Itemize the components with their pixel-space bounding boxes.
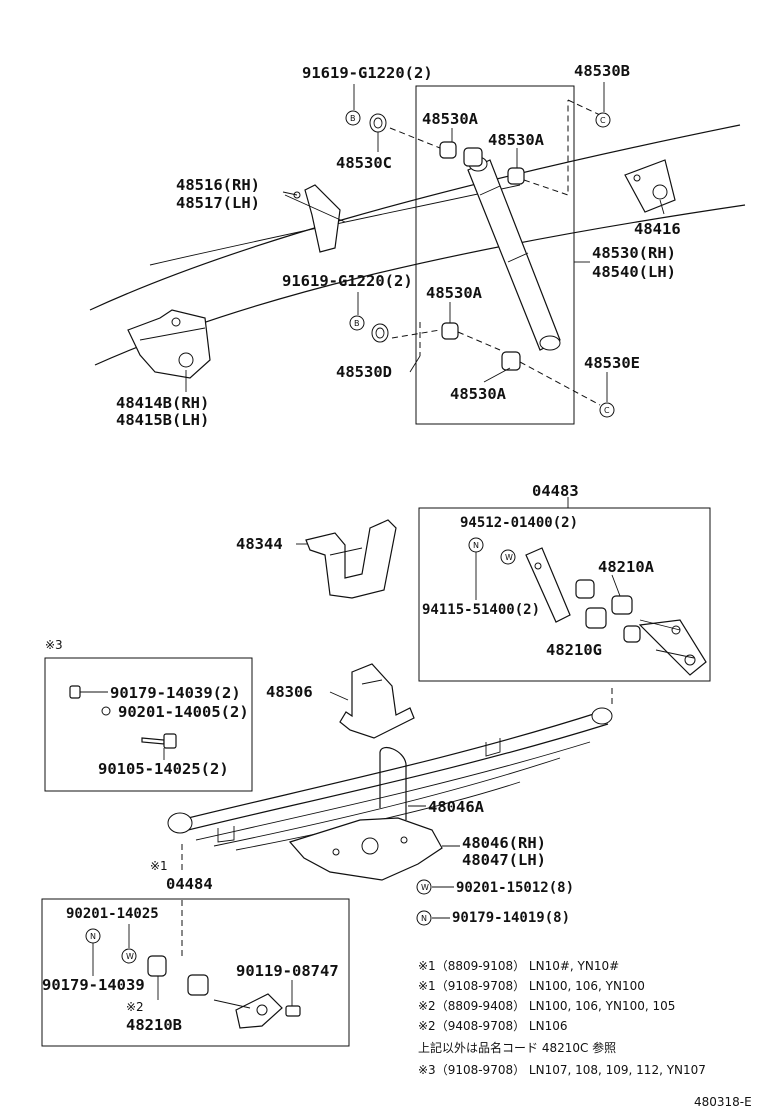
bushing-48210A <box>575 574 641 643</box>
symbol-W-kit: W <box>500 549 516 565</box>
note-line-5: 上記以外は品名コード 48210C 参照 <box>418 1040 616 1055</box>
bushing-48530A-lower <box>441 322 521 371</box>
note-line-1: ※1（8809-9108） LN10#, YN10# <box>418 959 619 973</box>
label-48530D: 48530D <box>336 363 392 381</box>
symbol-W-plate: W <box>416 879 454 895</box>
bushing-48210B <box>147 955 209 1000</box>
svg-text:W: W <box>421 883 429 892</box>
label-48210G: 48210G <box>546 641 602 659</box>
label-48046A: 48046A <box>428 798 485 816</box>
retainer-48530C <box>369 113 387 133</box>
label-90179-14039: 90179-14039 <box>42 976 145 994</box>
label-48530A-3: 48530A <box>426 284 483 302</box>
symbol-N-04484: N <box>85 928 101 976</box>
label-48530C: 48530C <box>336 154 392 172</box>
label-90179-14019: 90179-14019(8) <box>452 910 570 926</box>
bracket-48416 <box>624 159 676 213</box>
label-48530A-4: 48530A <box>450 385 507 403</box>
label-91619-top: 91619-G1220(2) <box>302 64 433 82</box>
label-48530E: 48530E <box>584 354 640 372</box>
bolt-90119 <box>285 980 301 1017</box>
label-48517: 48517(LH) <box>176 194 260 212</box>
label-48530B: 48530B <box>574 62 630 80</box>
label-90105-k3: 90105-14025(2) <box>98 760 229 778</box>
bumper-48306 <box>339 663 415 739</box>
label-48530A-1: 48530A <box>422 110 479 128</box>
symbol-B-top: B <box>345 110 361 126</box>
bolt-90105-k3 <box>141 733 177 760</box>
label-90119: 90119-08747 <box>236 962 339 980</box>
symbol-C-bottom: C <box>599 402 615 418</box>
svg-text:C: C <box>604 406 610 415</box>
note-line-3: ※2（8809-9408） LN100, 106, YN100, 105 <box>418 999 675 1013</box>
svg-text:W: W <box>126 952 134 961</box>
label-48414B: 48414B(RH) <box>116 394 209 412</box>
label-90201-k3: 90201-14005(2) <box>118 703 249 721</box>
svg-text:N: N <box>421 914 427 923</box>
footer-code: 480318-E <box>694 1095 752 1109</box>
label-k3-mark: ※3 <box>45 638 63 652</box>
label-94512: 94512-01400(2) <box>460 515 578 531</box>
svg-text:B: B <box>354 319 360 328</box>
label-48306: 48306 <box>266 683 313 701</box>
label-90201-15012: 90201-15012(8) <box>456 880 574 896</box>
label-k1-mark: ※1 <box>150 859 168 873</box>
note-line-4: ※2（9408-9708） LN106 <box>418 1019 567 1033</box>
label-48210A: 48210A <box>598 558 655 576</box>
bushing-48530A-upper <box>439 141 525 185</box>
washer-90201-k3 <box>101 706 111 716</box>
symbol-B-mid: B <box>349 315 365 331</box>
svg-text:N: N <box>473 541 479 550</box>
kit-04484-box <box>41 898 350 1047</box>
label-48540-lh: 48540(LH) <box>592 263 676 281</box>
svg-text:W: W <box>505 553 513 562</box>
label-91619-mid: 91619-G1220(2) <box>282 272 413 290</box>
label-94115: 94115-51400(2) <box>422 602 540 618</box>
leader-48306 <box>329 691 349 701</box>
label-04483: 04483 <box>532 482 579 500</box>
kit-k3-box <box>44 657 253 792</box>
label-48415B: 48415B(LH) <box>116 411 209 429</box>
assembly-lines-top <box>389 99 601 406</box>
leaf-spring <box>167 688 613 872</box>
bracket-48414B <box>127 309 211 379</box>
note-line-6: ※3（9108-9708） LN107, 108, 109, 112, YN10… <box>418 1063 706 1077</box>
label-48516: 48516(RH) <box>176 176 260 194</box>
label-48047: 48047(LH) <box>462 851 546 869</box>
symbol-N-kit: N <box>468 537 484 600</box>
symbol-W-04484: W <box>121 924 137 964</box>
shackle-plate-04484 <box>213 993 283 1029</box>
retainer-48530D <box>371 323 389 343</box>
shackle-48210G <box>638 619 707 676</box>
ubolt-48046A <box>379 747 426 820</box>
symbol-C-top: C <box>595 112 611 128</box>
note-line-2: ※1（9108-9708） LN100, 106, YN100 <box>418 979 645 993</box>
label-48530A-2: 48530A <box>488 131 545 149</box>
label-90201-14025: 90201-14025 <box>66 906 159 922</box>
bracket-48344 <box>305 519 397 599</box>
svg-text:N: N <box>90 932 96 941</box>
label-48416: 48416 <box>634 220 681 238</box>
seat-plate-48046 <box>288 817 460 881</box>
symbol-N-plate: N <box>416 910 450 926</box>
nut-90179-k3 <box>69 685 108 699</box>
label-48210B: 48210B <box>126 1016 182 1034</box>
svg-text:B: B <box>350 114 356 123</box>
leaders-top <box>185 82 665 402</box>
label-90179-k3: 90179-14039(2) <box>110 684 241 702</box>
label-k2-mark: ※2 <box>126 1000 144 1014</box>
bracket-48516 <box>284 184 346 253</box>
shackle-plate-48210A <box>525 547 571 623</box>
label-48344: 48344 <box>236 535 283 553</box>
label-04484: 04484 <box>166 875 213 893</box>
shock-box <box>415 85 575 425</box>
label-48530-rh: 48530(RH) <box>592 244 676 262</box>
svg-text:C: C <box>600 116 606 125</box>
label-48046: 48046(RH) <box>462 834 546 852</box>
notes-block: ※1（8809-9108） LN10#, YN10# ※1（9108-9708）… <box>418 959 706 1077</box>
kit-04483-box <box>418 497 711 682</box>
